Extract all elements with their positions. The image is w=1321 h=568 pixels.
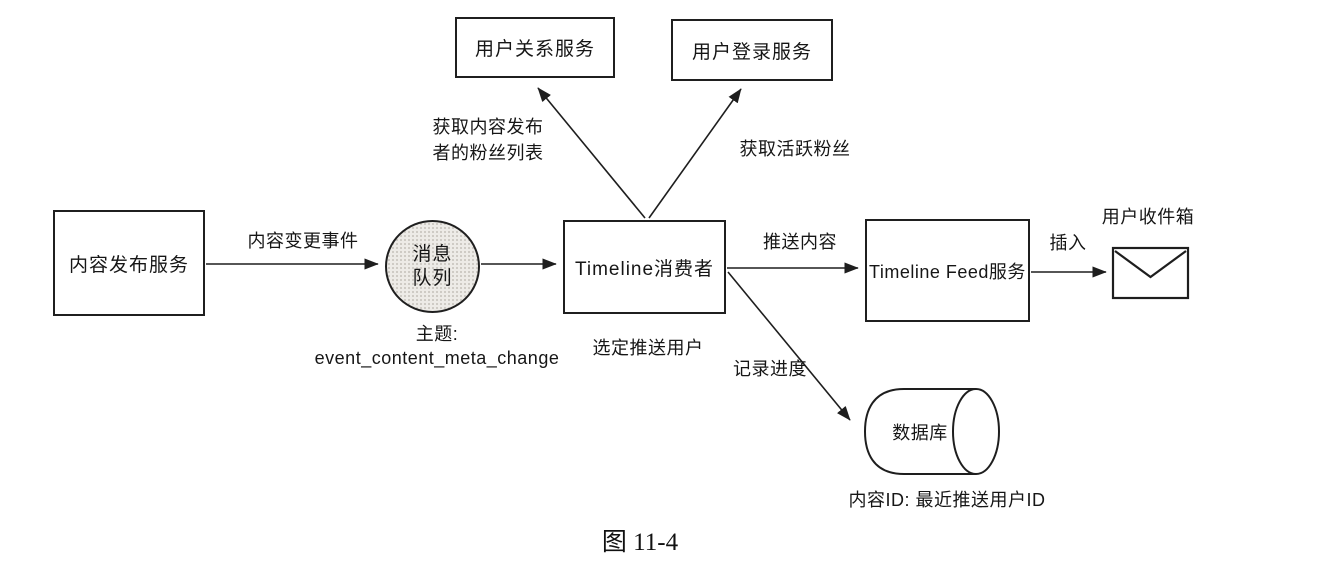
node-user-login-service: 用户登录服务 xyxy=(671,19,833,81)
node-content-publish-service-label: 内容发布服务 xyxy=(68,254,189,276)
message-queue-topic-title: 主题: xyxy=(415,324,459,344)
database-cylinder-icon xyxy=(863,388,1000,475)
message-queue-label-line1: 消息 xyxy=(412,243,453,265)
edge-label-record-progress: 记录进度 xyxy=(733,359,807,379)
node-user-login-service-label: 用户登录服务 xyxy=(691,41,812,63)
database-label: 数据库 xyxy=(892,423,948,443)
message-queue-topic-value: event_content_meta_change xyxy=(314,348,560,369)
node-timeline-consumer: Timeline消费者 xyxy=(563,220,726,314)
edge-label-get-publisher-fans-line2: 者的粉丝列表 xyxy=(432,143,544,164)
node-timeline-consumer-label: Timeline消费者 xyxy=(574,258,715,280)
node-message-queue: 消息 队列 xyxy=(385,220,480,313)
node-content-publish-service: 内容发布服务 xyxy=(53,210,205,316)
edge-label-content-change-event: 内容变更事件 xyxy=(247,231,359,251)
edge-label-get-publisher-fans: 获取内容发布 者的粉丝列表 xyxy=(428,114,548,166)
edge-label-get-publisher-fans-line1: 获取内容发布 xyxy=(432,117,544,137)
node-timeline-feed-service: Timeline Feed服务 xyxy=(865,219,1030,322)
message-queue-topic: 主题: event_content_meta_change xyxy=(312,322,562,371)
message-queue-label-line2: 队列 xyxy=(412,267,453,289)
edge-label-push-content: 推送内容 xyxy=(763,232,837,252)
envelope-icon xyxy=(1111,246,1190,300)
arrow-get-active-fans xyxy=(648,88,742,219)
node-user-relation-service-label: 用户关系服务 xyxy=(474,39,595,60)
figure-caption: 图 11-4 xyxy=(601,529,679,556)
node-user-relation-service: 用户关系服务 xyxy=(455,17,615,78)
arrow-record-progress xyxy=(727,271,851,421)
edge-label-insert: 插入 xyxy=(1049,233,1087,253)
timeline-consumer-note: 选定推送用户 xyxy=(592,338,704,358)
arrow-get-publisher-fans xyxy=(537,87,646,219)
edge-label-get-active-fans: 获取活跃粉丝 xyxy=(739,139,851,159)
node-timeline-feed-service-label: Timeline Feed服务 xyxy=(869,261,1026,282)
database-note: 内容ID: 最近推送用户ID xyxy=(848,490,1046,510)
user-inbox-label: 用户收件箱 xyxy=(1101,207,1195,227)
